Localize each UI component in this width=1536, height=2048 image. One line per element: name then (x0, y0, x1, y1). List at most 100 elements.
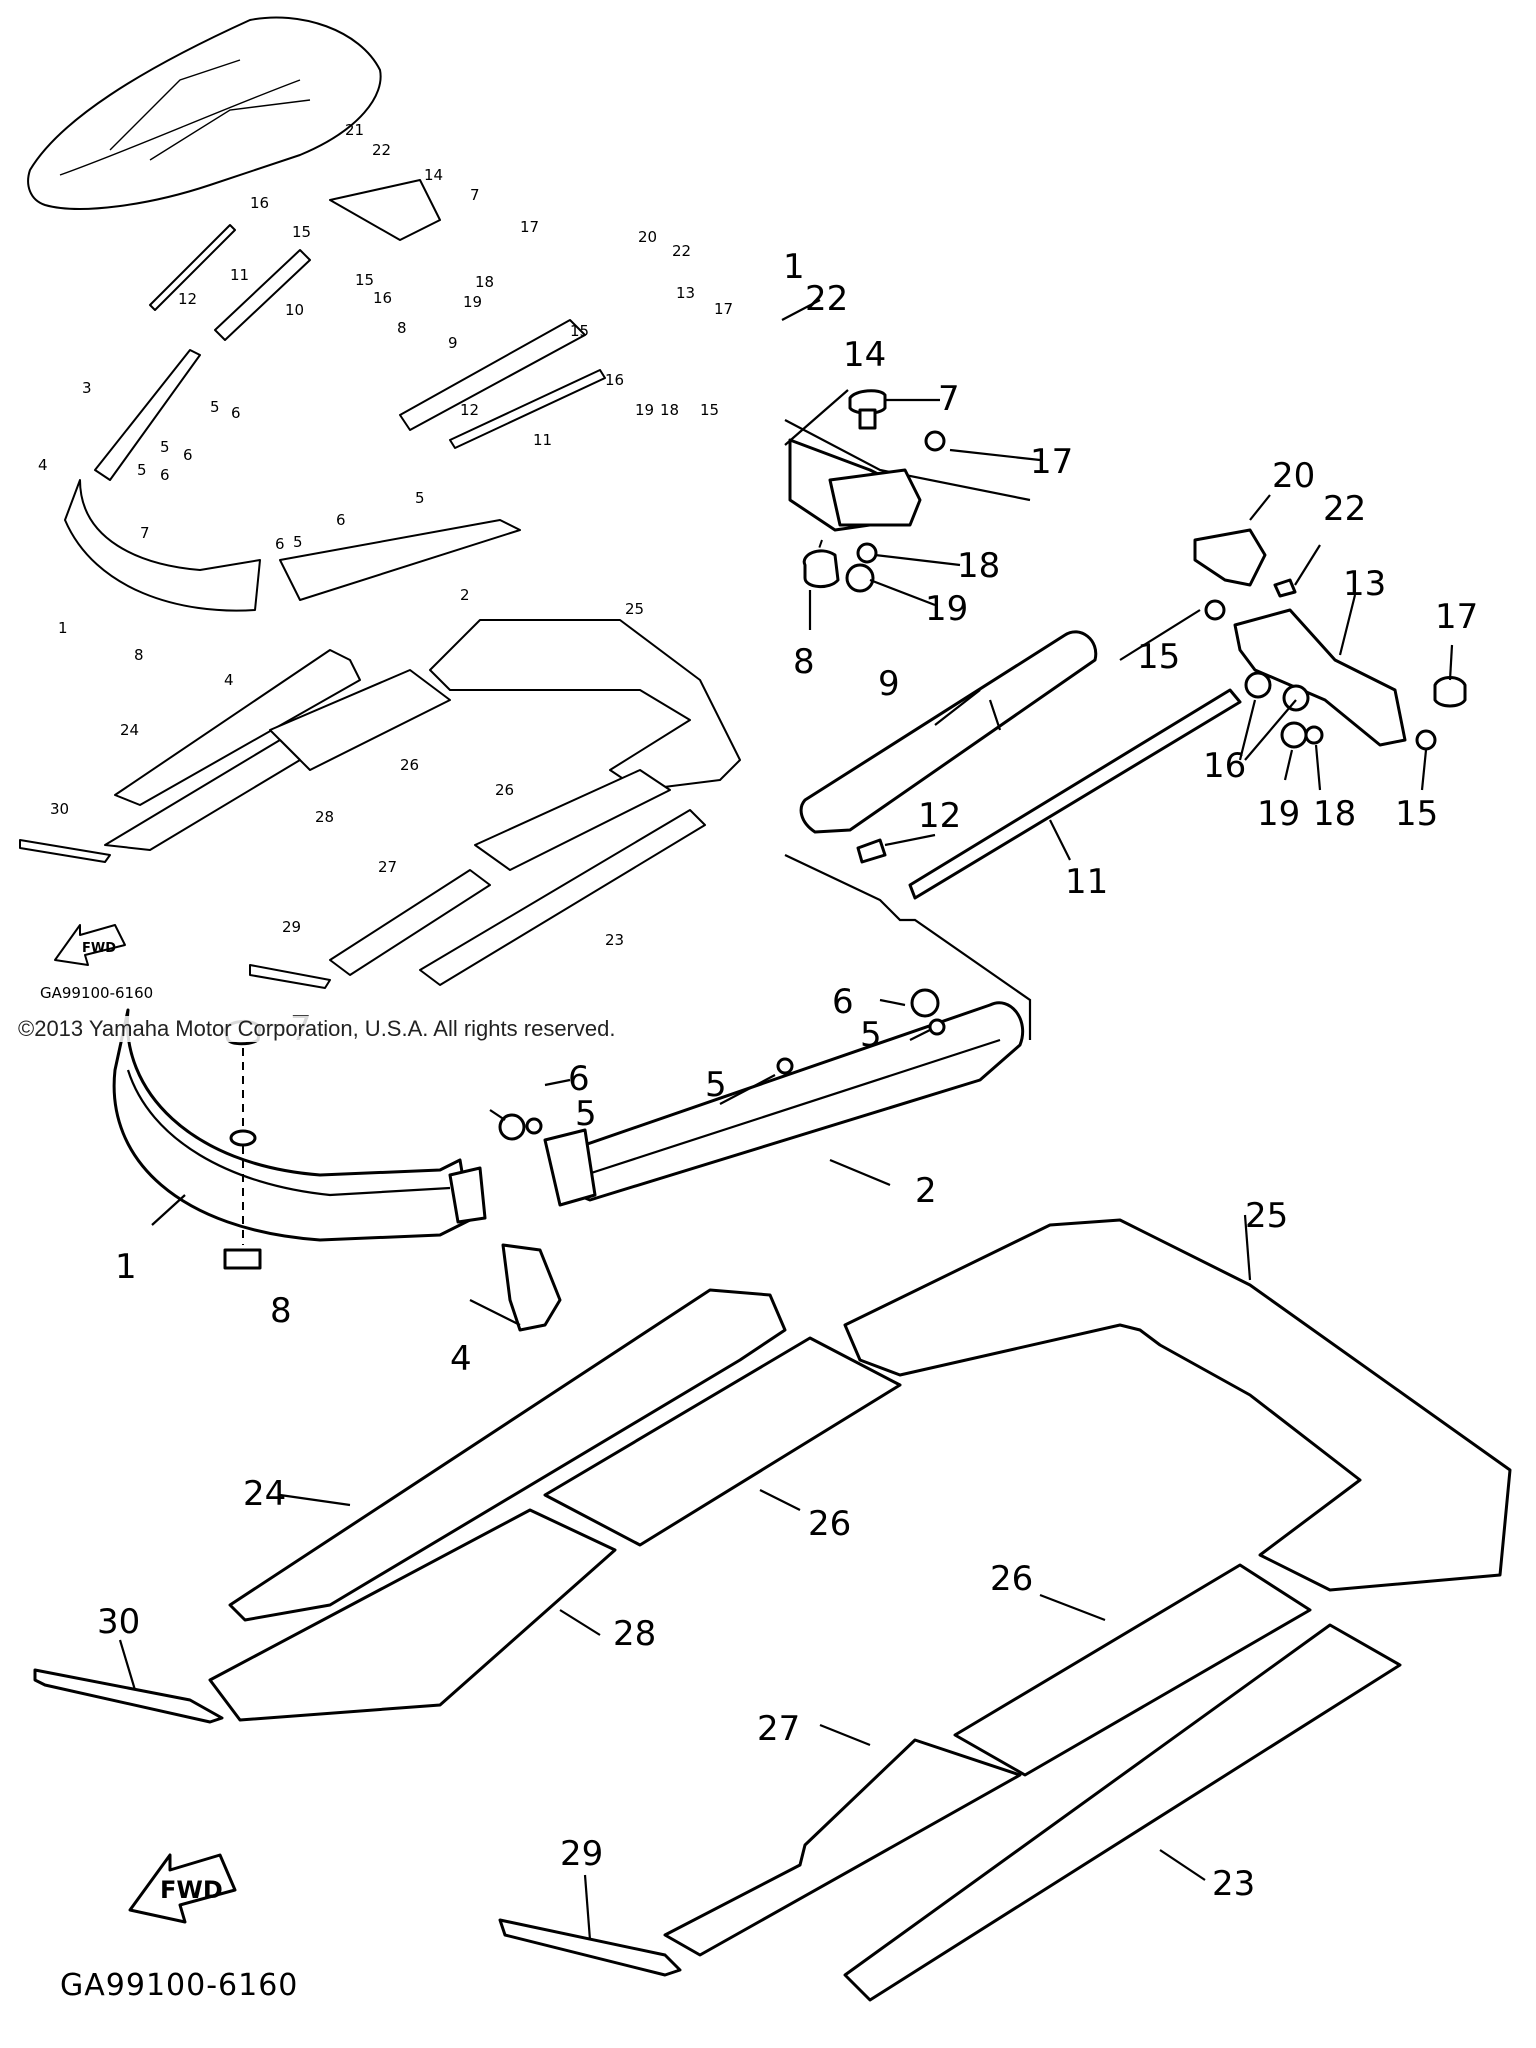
callout-12: 12 (918, 796, 961, 836)
mat-27 (663, 1738, 1022, 1957)
washer-5-a (928, 1018, 946, 1036)
nut-6-b (498, 1113, 526, 1141)
inset-callout: 11 (533, 431, 552, 449)
callout-19-right: 19 (1257, 794, 1300, 834)
inset-callout: 18 (475, 273, 494, 291)
inset-callout: 17 (714, 300, 733, 318)
callout-5-b: 5 (575, 1094, 597, 1134)
callout-20: 20 (1272, 456, 1315, 496)
callout-24: 24 (243, 1474, 286, 1514)
inset-callout: 5 (210, 398, 220, 416)
front-bumper-1 (112, 1008, 472, 1242)
callout-8: 8 (270, 1291, 292, 1331)
bracket-13 (1233, 608, 1407, 747)
svg-text:FWD: FWD (160, 1876, 223, 1904)
inset-side-rail-3 (94, 349, 201, 481)
joint-clip (543, 1128, 597, 1207)
upper-right-detail (784, 389, 1467, 1040)
clip-7-top (848, 389, 887, 415)
callout-19-left: 19 (925, 589, 968, 629)
inset-callout: 7 (470, 186, 480, 204)
nut-8 (223, 1248, 262, 1270)
inset-strip-30 (19, 839, 111, 863)
inset-fwd-arrow-icon: FWD (54, 924, 126, 966)
callout-30: 30 (97, 1602, 140, 1642)
inset-callout: 26 (400, 756, 419, 774)
callout-2: 2 (915, 1171, 937, 1211)
inset-callout: 16 (373, 289, 392, 307)
callout-7-top: 7 (938, 379, 960, 419)
inset-callout: 8 (397, 319, 407, 337)
mat-25 (843, 1218, 1512, 1592)
nut-6-a (910, 988, 940, 1018)
inset-callout: 10 (285, 301, 304, 319)
callout-22-right: 22 (1323, 489, 1366, 529)
callout-15-b: 15 (1395, 794, 1438, 834)
callout-16: 16 (1203, 746, 1246, 786)
callout-14: 14 (843, 335, 886, 375)
inset-rail-9 (399, 319, 586, 431)
inset-callout: 5 (293, 533, 303, 551)
inset-strip-11b (449, 369, 606, 449)
callouts: 1 22 14 7 17 18 19 8 20 22 13 17 15 16 1… (97, 247, 1478, 1904)
callout-28: 28 (613, 1614, 656, 1654)
cap-17-right (1433, 676, 1467, 708)
nut-19-right (1280, 721, 1308, 749)
inset-callout: 20 (638, 228, 657, 246)
callout-6-b: 6 (568, 1059, 590, 1099)
strip-29 (498, 1918, 682, 1977)
inset-callout: 15 (292, 223, 311, 241)
callout-11: 11 (1065, 862, 1108, 902)
inset-callout: 29 (282, 918, 301, 936)
callout-26-b: 26 (990, 1559, 1033, 1599)
ref-code: GA99100-6160 (60, 1968, 298, 2003)
callout-29: 29 (560, 1834, 603, 1874)
inset-callout: 22 (672, 242, 691, 260)
inset-mat-24 (114, 649, 361, 806)
inset-callout: 6 (336, 511, 346, 529)
nut-19-left (845, 563, 875, 593)
inset-callout: 7 (140, 524, 150, 542)
inset-callout: 4 (38, 456, 48, 474)
inset-callout: 12 (178, 290, 197, 308)
inset-callout: 3 (82, 379, 92, 397)
callout-8-top: 8 (793, 642, 815, 682)
inset-callout: 6 (160, 466, 170, 484)
inset-callout: 27 (378, 858, 397, 876)
inset-callout: 12 (460, 401, 479, 419)
inset-callout: 9 (448, 334, 458, 352)
svg-text:FWD: FWD (82, 941, 116, 956)
inset-callout: 13 (676, 284, 695, 302)
watercraft-hull-drawing (27, 16, 382, 210)
inset-callout: 26 (495, 781, 514, 799)
inset-callout: 1 (58, 619, 68, 637)
cap-20 (1193, 528, 1267, 587)
callout-23: 23 (1212, 1864, 1255, 1904)
inset-callout: 15 (355, 271, 374, 289)
inset-rear-rail (279, 519, 521, 601)
rail-9 (799, 630, 1098, 834)
inset-bumper-rail (64, 479, 261, 612)
inset-callout: 5 (160, 438, 170, 456)
washer-5-b (525, 1117, 543, 1135)
callout-1-top: 1 (783, 247, 805, 287)
inset-callout: 25 (625, 600, 644, 618)
callout-9: 9 (878, 664, 900, 704)
strip-11 (908, 688, 1242, 900)
inset-callout: 21 (345, 121, 364, 139)
bracket-14-body (828, 468, 922, 527)
callout-6-a: 6 (832, 982, 854, 1022)
callout-5-a: 5 (860, 1015, 882, 1055)
inset-callout: 5 (137, 461, 147, 479)
inset-callout: 19 (635, 401, 654, 419)
inset-callout: 8 (134, 646, 144, 664)
inset-callout: 15 (570, 322, 589, 340)
inset-mat-28 (104, 739, 301, 851)
end-cap-4 (501, 1243, 562, 1332)
hole-7 (229, 1129, 257, 1147)
inset-overview: FWD GA99100-6160 21 22 14 16 7 17 15 15 … (19, 16, 741, 1002)
inset-mat-25 (429, 619, 741, 791)
inset-strip-29 (249, 964, 331, 989)
inset-callout: 5 (415, 489, 425, 507)
